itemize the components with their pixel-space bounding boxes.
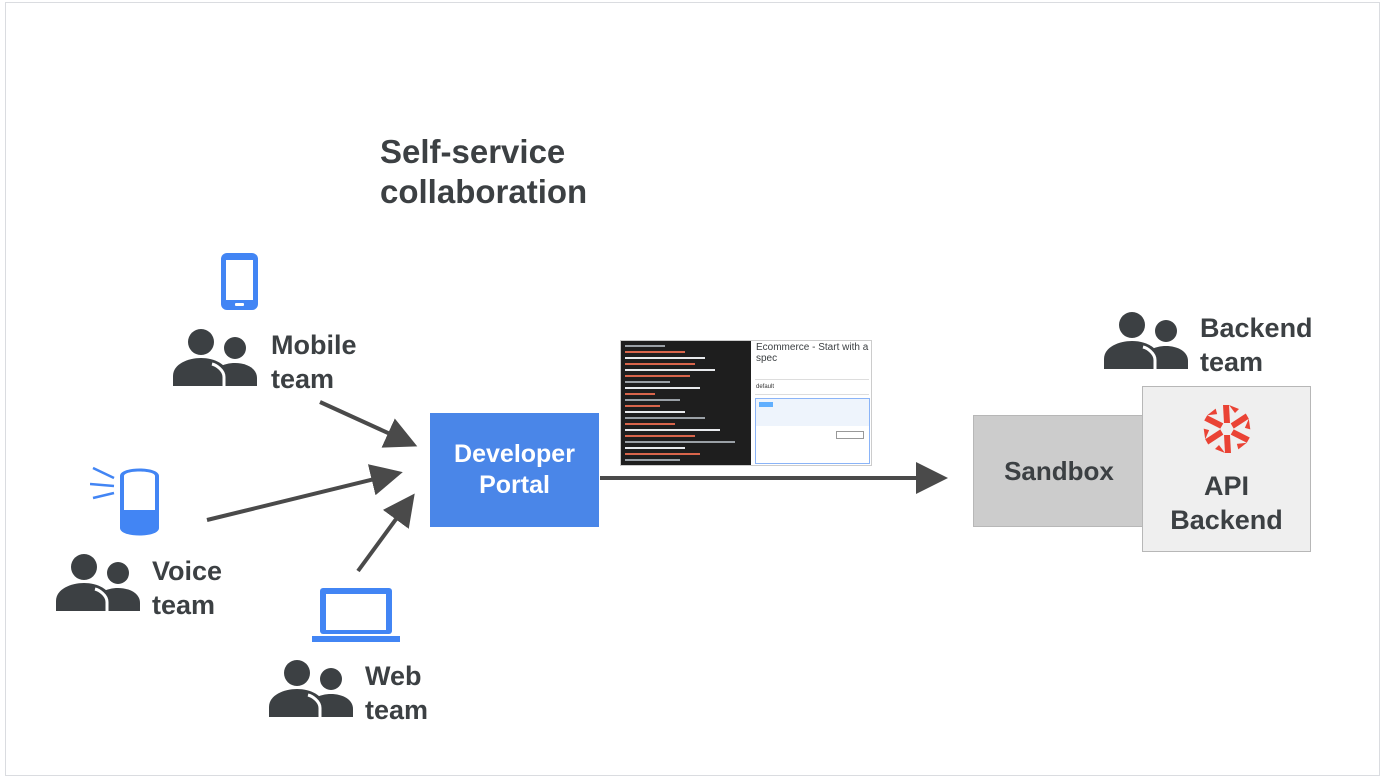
slide-frame xyxy=(5,2,1380,776)
web-team-line-2: team xyxy=(365,695,429,725)
portal-line-2: Portal xyxy=(479,471,550,499)
web-team-line-1: Web xyxy=(365,661,422,691)
web-team-label: Web team xyxy=(365,659,428,727)
laptop-icon xyxy=(312,588,400,642)
smart-speaker-icon xyxy=(90,466,159,536)
voice-team-label: Voice team xyxy=(152,554,222,622)
spec-editor-screenshot: Ecommerce - Start with a spec default xyxy=(620,340,872,466)
people-icon xyxy=(1104,312,1188,369)
api-backend-box: API Backend xyxy=(1142,386,1311,552)
slide-title: Self-service collaboration xyxy=(380,132,680,212)
backend-team-label: Backend team xyxy=(1200,311,1313,379)
get-method-badge xyxy=(759,402,773,407)
smartphone-icon xyxy=(221,253,258,310)
developer-portal-box: Developer Portal xyxy=(430,413,599,527)
doc-title: Ecommerce - Start with a spec xyxy=(756,342,869,364)
voice-team-line-1: Voice xyxy=(152,556,223,586)
people-icon xyxy=(56,554,140,611)
backend-team-line-2: team xyxy=(1200,347,1264,377)
people-icon xyxy=(173,329,257,386)
api-backend-line-2: Backend xyxy=(1170,505,1283,535)
mobile-team-line-2: team xyxy=(271,364,335,394)
voice-team-line-2: team xyxy=(152,590,216,620)
try-it-out-button xyxy=(836,431,864,439)
apigee-icon xyxy=(1203,405,1251,453)
docs-pane: Ecommerce - Start with a spec default xyxy=(751,341,871,465)
api-backend-label: API Backend xyxy=(1143,469,1310,537)
arrow-web-to-portal xyxy=(356,493,415,573)
sandbox-box: Sandbox xyxy=(973,415,1145,527)
api-backend-line-1: API xyxy=(1203,471,1249,501)
people-icon xyxy=(269,660,353,717)
endpoint-block xyxy=(755,398,870,464)
title-line-2: collaboration xyxy=(380,173,588,210)
backend-team-line-1: Backend xyxy=(1200,313,1313,343)
sandbox-label: Sandbox xyxy=(1004,455,1114,486)
title-line-1: Self-service xyxy=(380,133,566,170)
mobile-team-label: Mobile team xyxy=(271,328,357,396)
mobile-team-line-1: Mobile xyxy=(271,330,357,360)
arrow-voice-to-portal xyxy=(206,464,403,522)
portal-line-1: Developer xyxy=(454,440,575,468)
doc-section: default xyxy=(756,384,775,390)
code-pane xyxy=(621,341,751,465)
arrow-mobile-to-portal xyxy=(319,400,418,448)
